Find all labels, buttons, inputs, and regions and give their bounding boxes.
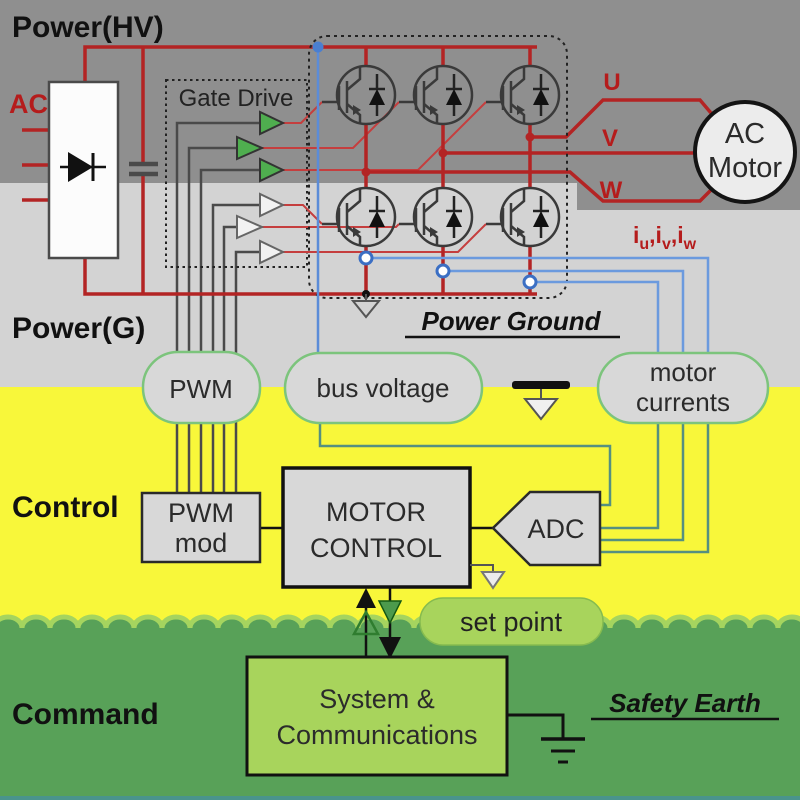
motor-control-label-line2: CONTROL — [310, 533, 442, 563]
gate-buffer-high-1 — [259, 110, 286, 136]
rectifier-block — [47, 80, 120, 260]
power-g-band-label: Power(G) — [12, 312, 145, 345]
power-ground-symbol — [512, 381, 570, 421]
dc-bus-sense-node — [312, 41, 324, 53]
inverter-block — [308, 35, 568, 319]
gate-buffer-high-3 — [259, 157, 286, 183]
down-arrowhead — [379, 637, 401, 659]
motor-control-label-line1: MOTOR — [326, 497, 426, 527]
phase-w-wire — [366, 170, 713, 203]
gate-buffer-low-3 — [259, 239, 286, 265]
power-hv-band-label: Power(HV) — [12, 11, 164, 44]
safety-earth-label: Safety Earth — [609, 688, 761, 718]
ground-triangle-icon — [522, 398, 560, 421]
current-sensor-3 — [522, 274, 538, 290]
ac-motor: AC Motor — [693, 100, 797, 204]
control-blocks: PWM mod MOTOR CONTROL ADC — [140, 466, 602, 590]
adc-label: ADC — [527, 514, 584, 544]
command-blocks: System & Communications set point — [245, 597, 604, 777]
phase-v-node — [438, 148, 448, 158]
motor-currents-label-line2: currents — [636, 387, 730, 417]
current-sensor-1 — [358, 250, 374, 266]
motor-currents-symbol-label: iu,iv,iw — [633, 222, 697, 253]
set-point-label: set point — [460, 607, 563, 637]
ac-input-label: AC — [9, 89, 48, 119]
signal-ground-stub — [470, 564, 494, 572]
current-sensor-2 — [435, 263, 451, 279]
bus-voltage-pill — [283, 351, 484, 425]
down-iso-triangle — [377, 600, 403, 625]
pwm-mod-label-line2: mod — [175, 528, 228, 558]
system-communications-block — [245, 655, 509, 777]
command-band-wave-edge — [0, 614, 800, 629]
bus-voltage-sense-wiring — [312, 41, 612, 507]
adc-block — [491, 490, 602, 567]
motor-label-line1: AC — [725, 118, 765, 150]
dc-bus-wiring — [22, 45, 713, 296]
phase-v-label: V — [602, 125, 618, 152]
up-iso-triangle — [351, 609, 381, 636]
gate-drive-border — [165, 79, 308, 268]
signal-pills: PWM bus voltage motor currents — [141, 350, 770, 425]
ground-bar — [512, 381, 570, 389]
motor-label-line2: Motor — [708, 152, 782, 184]
phase-u-label: U — [603, 69, 620, 96]
gate-buffer-low-1 — [259, 192, 286, 218]
dc-link-capacitor — [129, 161, 158, 177]
power-ground-label: Power Ground — [421, 306, 601, 336]
pwm-pill-label: PWM — [169, 374, 233, 404]
motor-currents-pill — [596, 351, 770, 425]
pwm-mod-label-line1: PWM — [168, 498, 234, 528]
inverter-ground-icon — [350, 300, 382, 319]
diode-icon — [68, 152, 93, 182]
isolation-arrows — [351, 588, 403, 660]
gate-drive-block — [165, 79, 487, 268]
system-comm-label-line1: System & — [319, 684, 435, 714]
labels: Power(HV) Power(G) Control Command AC Ga… — [9, 11, 779, 731]
bus-voltage-label: bus voltage — [317, 373, 450, 403]
motor-current-sense-wiring — [358, 250, 710, 554]
pwm-pill — [141, 350, 262, 425]
motor-control-block — [281, 466, 472, 589]
pwm-mod-block — [140, 491, 262, 564]
earth-wire — [507, 713, 565, 739]
motor-body — [693, 100, 797, 204]
phase-u-wire — [530, 98, 713, 139]
phase-w-node — [361, 167, 371, 177]
phase-w-label: W — [600, 177, 623, 204]
up-arrowhead — [356, 588, 376, 608]
phase-u-node — [525, 132, 535, 142]
system-comm-label-line2: Communications — [276, 720, 477, 750]
signal-ground-icon — [480, 571, 506, 590]
gate-buffer-low-2 — [236, 214, 265, 240]
gate-drive-label: Gate Drive — [179, 85, 294, 112]
control-band-label: Control — [12, 491, 119, 524]
capacitor-icon — [129, 161, 158, 177]
command-band-label: Command — [12, 698, 159, 731]
bottom-edge-strip — [0, 796, 800, 800]
motor-currents-label-line1: motor — [650, 357, 717, 387]
gate-buffer-high-2 — [236, 135, 265, 161]
set-point-pill — [419, 597, 604, 646]
